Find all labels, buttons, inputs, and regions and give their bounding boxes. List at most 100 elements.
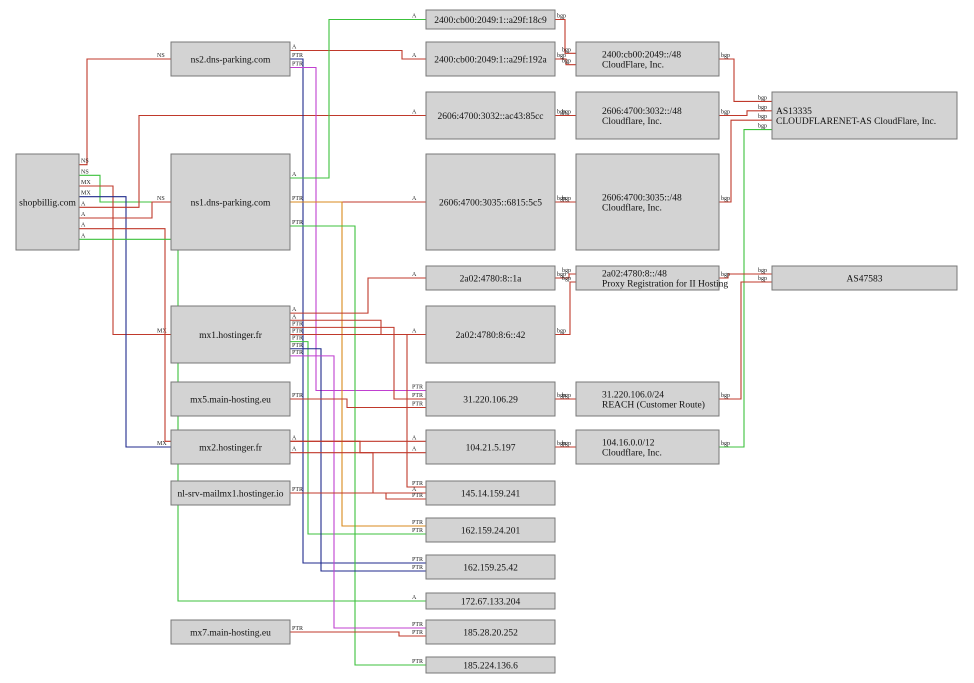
- node-mx5[interactable]: mx5.main-hosting.eu: [170, 381, 291, 417]
- edges-layer: NSNSNSNSMXMXMXMXAAAAAAAAAAPTRPTRPTRPTRAA…: [79, 14, 772, 666]
- node-label: ns1.dns-parking.com: [191, 199, 271, 209]
- node-nlsrv[interactable]: nl-srv-mailmx1.hostinger.io: [170, 480, 291, 506]
- node-label: 162.159.25.42: [463, 564, 518, 574]
- node-label: mx5.main-hosting.eu: [190, 396, 271, 406]
- node-mx2[interactable]: mx2.hostinger.fr: [170, 429, 291, 465]
- edge-label: bgp: [562, 47, 571, 53]
- node-box: [425, 9, 556, 30]
- node-ip_85cc[interactable]: 2606:4700:3032::ac43:85cc: [425, 91, 556, 140]
- edge-label: A: [412, 110, 417, 116]
- edge-label: PTR: [412, 622, 423, 628]
- edge-ns1-ip_18c9: [290, 18, 426, 179]
- edge-label: A: [412, 329, 417, 335]
- node-ip_5c5[interactable]: 2606:4700:3035::6815:5c5: [425, 153, 556, 251]
- node-label: AS47583: [847, 275, 883, 285]
- node-label: shopbillig.com: [19, 199, 76, 209]
- edge-label: bgp: [721, 196, 730, 202]
- node-ns1[interactable]: ns1.dns-parking.com: [170, 153, 291, 251]
- node-label: 2a02:4780:8:6::42: [456, 331, 526, 341]
- edge-label: PTR: [412, 385, 423, 391]
- edge-label: A: [412, 435, 417, 441]
- node-ns2[interactable]: ns2.dns-parking.com: [170, 41, 291, 77]
- edge-label: A: [81, 233, 86, 239]
- edge-label: A: [292, 314, 297, 320]
- edge-label: PTR: [412, 557, 423, 563]
- node-as47583[interactable]: AS47583: [771, 265, 958, 291]
- node-box: [425, 592, 556, 610]
- edge-label: bgp: [562, 276, 571, 282]
- node-label: 2a02:4780:8::1a: [460, 275, 523, 285]
- node-box: [575, 265, 720, 291]
- node-ip_172[interactable]: 172.67.133.204: [425, 592, 556, 610]
- node-box: [425, 153, 556, 251]
- node-label: mx1.hostinger.fr: [199, 330, 263, 341]
- edge-pfx_104-as13335: [719, 129, 772, 448]
- edge-label: bgp: [758, 268, 767, 274]
- edge-label: bgp: [721, 393, 730, 399]
- node-label: 185.28.20.252: [463, 629, 518, 639]
- edge-label: PTR: [292, 350, 303, 356]
- node-label: mx7.main-hosting.eu: [190, 629, 271, 639]
- node-label: 104.16.0.0/12: [602, 439, 655, 449]
- node-box: [425, 41, 556, 77]
- edge-label: PTR: [412, 393, 423, 399]
- node-ip_18c9[interactable]: 2400:cb00:2049:1::a29f:18c9: [425, 9, 556, 30]
- edge-ip_42-pfx_2a02: [555, 281, 576, 336]
- node-label: ns2.dns-parking.com: [191, 56, 271, 66]
- node-sublabel: Cloudflare, Inc.: [602, 116, 662, 127]
- edge-label: PTR: [412, 481, 423, 487]
- edge-mx7-ip_185_28: [290, 631, 426, 637]
- node-mx1[interactable]: mx1.hostinger.fr: [170, 305, 291, 364]
- edge-shopbillig-mx2: [79, 196, 171, 448]
- edge-pfx_2400-as13335: [719, 58, 772, 102]
- edge-label: bgp: [557, 272, 566, 278]
- node-ip_16224[interactable]: 162.159.24.201: [425, 517, 556, 543]
- node-box: [575, 41, 720, 77]
- node-ip_1a[interactable]: 2a02:4780:8::1a: [425, 265, 556, 291]
- node-label: 2a02:4780:8::/48: [602, 270, 667, 280]
- node-ip_42[interactable]: 2a02:4780:8:6::42: [425, 305, 556, 364]
- node-box: [575, 429, 720, 465]
- node-ip_16225[interactable]: 162.159.25.42: [425, 554, 556, 580]
- node-ip_145[interactable]: 145.14.159.241: [425, 480, 556, 506]
- node-sublabel: REACH (Customer Route): [602, 400, 705, 411]
- edge-label: bgp: [758, 105, 767, 111]
- edge-label: bgp: [562, 110, 571, 116]
- edge-label: NS: [81, 169, 89, 175]
- edge-label: MX: [157, 441, 167, 447]
- node-ip_104[interactable]: 104.21.5.197: [425, 429, 556, 465]
- edge-ip_1a-pfx_2a02: [555, 273, 576, 279]
- edge-label: PTR: [292, 336, 303, 342]
- edge-shopbillig-ip_172: [79, 238, 426, 602]
- edge-shopbillig-ip_85cc: [79, 114, 426, 208]
- node-ip_31[interactable]: 31.220.106.29: [425, 381, 556, 417]
- node-sublabel: CLOUDFLARENET-AS CloudFlare, Inc.: [776, 117, 936, 127]
- edge-label: NS: [157, 53, 165, 59]
- node-label: 104.21.5.197: [466, 444, 516, 454]
- node-sublabel: Cloudflare, Inc.: [602, 448, 662, 459]
- edge-label: PTR: [292, 53, 303, 59]
- edge-ns1-ip_16224: [290, 201, 426, 527]
- edge-mx1-ip_1a: [290, 277, 426, 314]
- edge-label: A: [292, 435, 297, 441]
- node-ip_185_28[interactable]: 185.28.20.252: [425, 619, 556, 645]
- edge-label: PTR: [412, 402, 423, 408]
- edge-label: bgp: [721, 272, 730, 278]
- edge-label: bgp: [557, 53, 566, 59]
- node-ip_192a[interactable]: 2400:cb00:2049:1::a29f:192a: [425, 41, 556, 77]
- node-shopbillig[interactable]: shopbillig.com: [15, 153, 80, 251]
- edge-mx2-ip_104: [290, 440, 426, 454]
- edge-label: PTR: [412, 520, 423, 526]
- edge-label: A: [412, 272, 417, 278]
- node-mx7[interactable]: mx7.main-hosting.eu: [170, 619, 291, 645]
- node-ip_185_224[interactable]: 185.224.136.6: [425, 656, 556, 674]
- edge-label: bgp: [758, 114, 767, 120]
